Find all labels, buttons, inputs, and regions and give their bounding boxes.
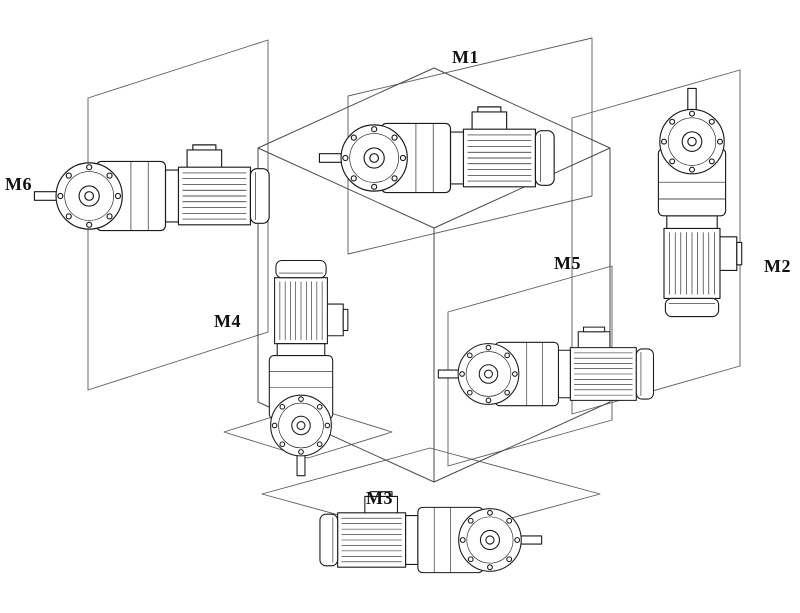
gearmotor-m4 [268, 259, 349, 477]
gearmotor-m5 [437, 326, 655, 407]
mounting-plane-m1 [347, 37, 593, 255]
gearmotor-m1 [318, 106, 555, 194]
mounting-plane-m5 [447, 265, 613, 467]
label-m3: M3 [366, 488, 393, 508]
label-m2: M2 [764, 256, 791, 276]
label-m1: M1 [452, 47, 479, 67]
label-m5: M5 [554, 253, 581, 273]
gearmotor-m2 [657, 87, 743, 318]
gearmotor-m6 [33, 144, 270, 232]
label-m6: M6 [5, 174, 32, 194]
label-m4: M4 [214, 311, 241, 331]
mounting-plane-m2 [571, 69, 741, 415]
mounting-plane-m6 [87, 39, 269, 391]
gearmotor-m3 [319, 491, 543, 574]
